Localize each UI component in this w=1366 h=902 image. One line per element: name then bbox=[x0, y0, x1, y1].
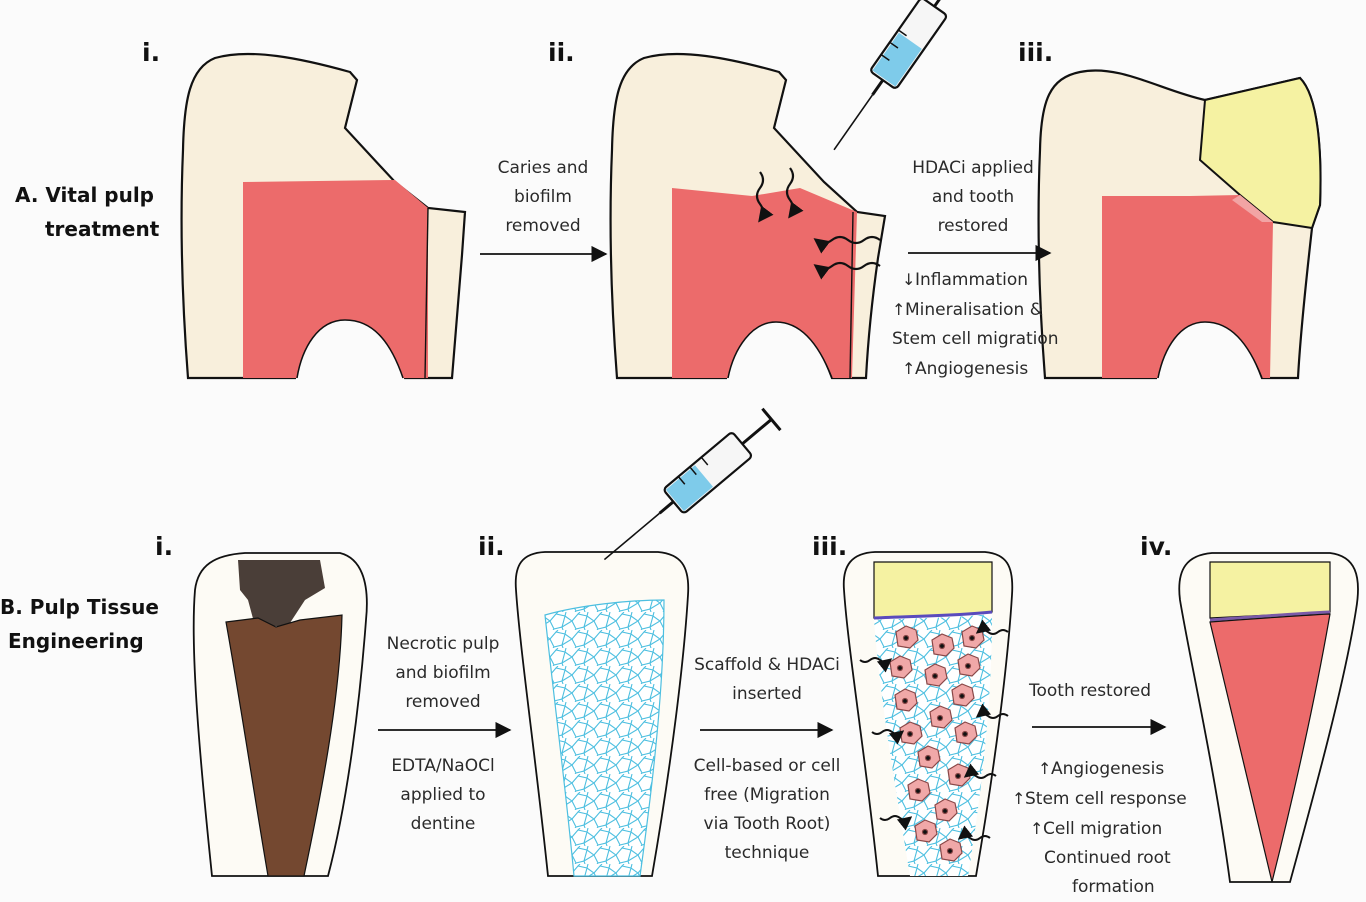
arrow-a1-caption: Caries and biofilm removed bbox=[473, 154, 613, 241]
effect-item: formation bbox=[1012, 873, 1187, 902]
section-b-title: B. Pulp Tissue Engineering bbox=[0, 590, 159, 658]
section-a-title-line1: A. Vital pulp bbox=[15, 183, 154, 207]
effect-item: ↑Angiogenesis bbox=[892, 354, 1059, 384]
tooth-a-iii bbox=[1037, 69, 1322, 380]
effect-text: Cell migration bbox=[1043, 819, 1163, 839]
caption-line: Caries and bbox=[497, 158, 589, 178]
effect-text: Stem cell migration bbox=[892, 329, 1059, 349]
effect-text: Angiogenesis bbox=[1051, 759, 1165, 779]
effect-item: ↑Stem cell response bbox=[1012, 784, 1187, 814]
caption-line: Tooth restored bbox=[1028, 681, 1151, 701]
caption-line: HDACi applied bbox=[912, 158, 1034, 178]
caption-line: via Tooth Root) bbox=[703, 814, 831, 834]
tooth-a-i bbox=[180, 52, 467, 380]
up-arrow-icon: ↑ bbox=[892, 300, 906, 319]
effects-a-list: ↓Inflammation ↑Mineralisation & Stem cel… bbox=[892, 265, 1059, 384]
up-arrow-icon: ↑ bbox=[1030, 819, 1044, 838]
effect-text: Stem cell response bbox=[1025, 789, 1187, 809]
caption-line: restored bbox=[937, 216, 1009, 236]
tooth-b-iii bbox=[842, 551, 1014, 877]
caption-line: free (Migration bbox=[704, 785, 830, 805]
effects-b-list: ↑Angiogenesis ↑Stem cell response ↑Cell … bbox=[1012, 754, 1187, 902]
section-a-title: A. Vital pulp treatment bbox=[15, 178, 159, 246]
arrow-b1-caption-bottom: EDTA/NaOCl applied to dentine bbox=[368, 752, 518, 839]
caption-line: dentine bbox=[410, 814, 476, 834]
up-arrow-icon: ↑ bbox=[902, 359, 916, 378]
section-b-title-line2: Engineering bbox=[8, 629, 144, 653]
arrow-b3-caption-top: Tooth restored bbox=[1015, 677, 1165, 706]
caption-line: applied to bbox=[400, 785, 486, 805]
syringe-a-icon bbox=[833, 0, 958, 151]
tooth-a-ii bbox=[609, 52, 887, 380]
section-b-title-line1: B. Pulp Tissue bbox=[0, 595, 159, 619]
effect-text: Mineralisation & bbox=[905, 300, 1043, 320]
tooth-b-iv bbox=[1178, 552, 1359, 883]
step-label-a-iii: iii. bbox=[1018, 38, 1054, 67]
arrow-b2-caption-top: Scaffold & HDACi inserted bbox=[682, 651, 852, 709]
caption-line: Scaffold & HDACi bbox=[694, 655, 840, 675]
caption-line: and biofilm bbox=[395, 663, 491, 683]
caption-line: removed bbox=[405, 692, 481, 712]
effect-item: ↓Inflammation bbox=[892, 265, 1059, 295]
effect-text: Inflammation bbox=[915, 270, 1029, 290]
section-a-title-line2: treatment bbox=[45, 217, 160, 241]
arrow-b1-caption-top: Necrotic pulp and biofilm removed bbox=[368, 630, 518, 717]
effect-item: ↑Mineralisation & bbox=[892, 295, 1059, 325]
arrow-a2-caption: HDACi applied and tooth restored bbox=[888, 154, 1058, 241]
caption-line: technique bbox=[724, 843, 810, 863]
up-arrow-icon: ↑ bbox=[1012, 789, 1026, 808]
step-label-b-ii: ii. bbox=[478, 532, 505, 561]
down-arrow-icon: ↓ bbox=[902, 270, 916, 289]
caption-line: EDTA/NaOCl bbox=[391, 756, 495, 776]
caption-line: and tooth bbox=[931, 187, 1015, 207]
up-arrow-icon: ↑ bbox=[1038, 759, 1052, 778]
step-label-a-i: i. bbox=[142, 38, 161, 67]
effect-item: Continued root bbox=[1012, 844, 1187, 873]
effect-text: formation bbox=[1072, 877, 1155, 897]
syringe-b-icon bbox=[603, 407, 782, 561]
step-label-b-i: i. bbox=[155, 532, 174, 561]
arrow-b2-caption-bottom: Cell-based or cell free (Migration via T… bbox=[682, 752, 852, 868]
caption-line: removed bbox=[505, 216, 581, 236]
caption-line: Necrotic pulp bbox=[386, 634, 500, 654]
caption-line: Cell-based or cell bbox=[693, 756, 841, 776]
step-label-a-ii: ii. bbox=[548, 38, 575, 67]
caption-line: inserted bbox=[732, 684, 802, 704]
tooth-b-i bbox=[192, 552, 368, 877]
step-label-b-iii: iii. bbox=[812, 532, 848, 561]
effect-text: Angiogenesis bbox=[915, 359, 1029, 379]
effect-text: Continued root bbox=[1044, 848, 1171, 868]
tooth-b-ii bbox=[514, 551, 690, 877]
effect-item: Stem cell migration bbox=[892, 325, 1059, 354]
effect-item: ↑Cell migration bbox=[1012, 814, 1187, 844]
caption-line: biofilm bbox=[514, 187, 572, 207]
effect-item: ↑Angiogenesis bbox=[1012, 754, 1187, 784]
step-label-b-iv: iv. bbox=[1140, 532, 1173, 561]
